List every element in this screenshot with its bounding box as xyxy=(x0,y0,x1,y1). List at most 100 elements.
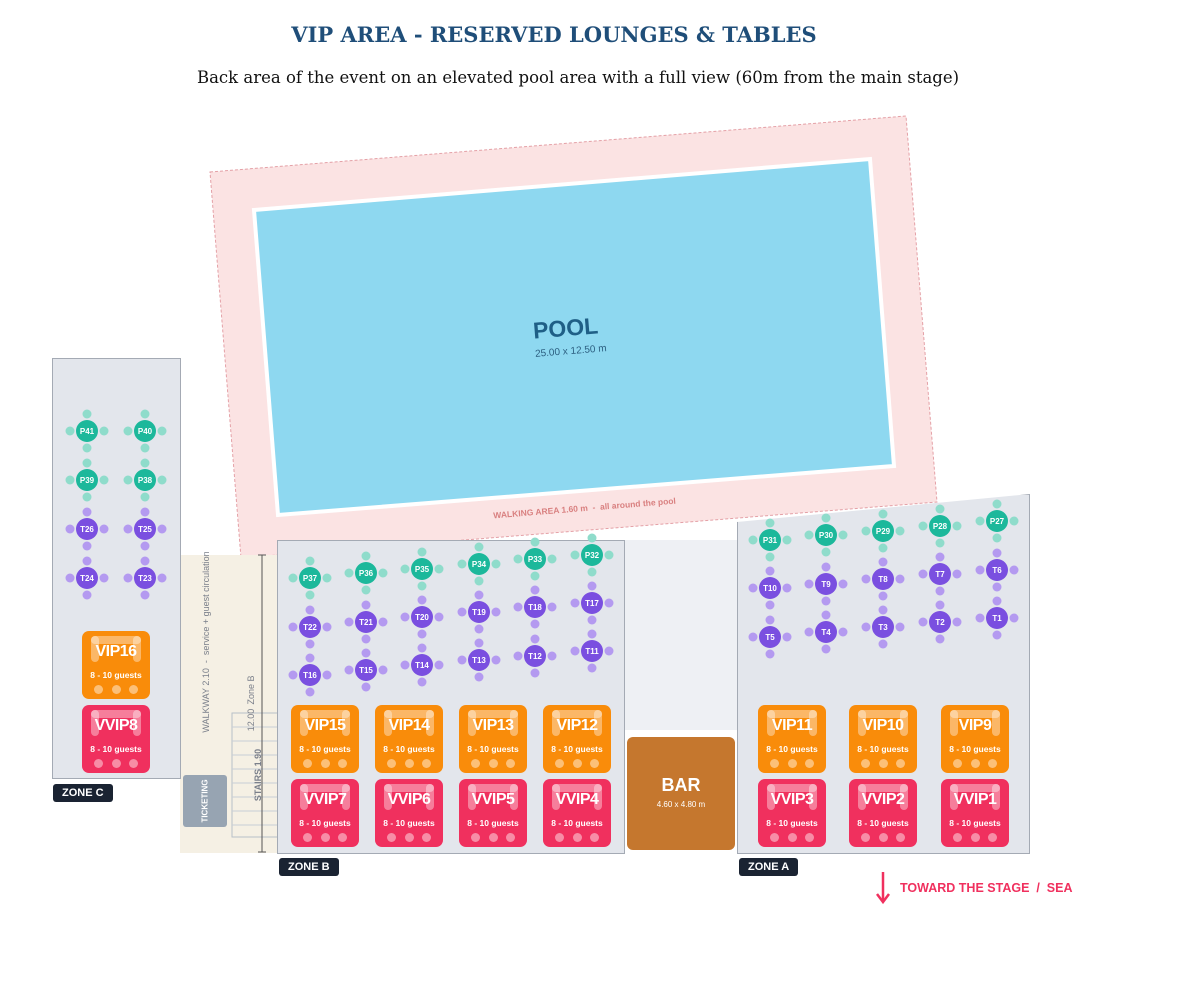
table-t1[interactable]: T1 xyxy=(975,596,1019,640)
table-t20[interactable]: T20 xyxy=(400,595,444,639)
table-t4[interactable]: T4 xyxy=(804,610,848,654)
table-p31[interactable]: P31 xyxy=(748,518,792,562)
seat-icon xyxy=(861,833,870,842)
chair-icon xyxy=(530,537,540,547)
table-t25[interactable]: T25 xyxy=(123,507,167,551)
seat-icon xyxy=(788,759,797,768)
table-t6[interactable]: T6 xyxy=(975,548,1019,592)
table-t17[interactable]: T17 xyxy=(570,581,614,625)
table-t18[interactable]: T18 xyxy=(513,585,557,629)
table-t19[interactable]: T19 xyxy=(457,590,501,634)
chair-icon xyxy=(140,541,150,551)
sofa-arm-icon xyxy=(133,710,141,736)
table-p41[interactable]: P41 xyxy=(65,409,109,453)
chair-icon xyxy=(587,629,597,639)
table-t23[interactable]: T23 xyxy=(123,556,167,600)
table-t9[interactable]: T9 xyxy=(804,562,848,606)
table-p27[interactable]: P27 xyxy=(975,499,1019,543)
table-t24[interactable]: T24 xyxy=(65,556,109,600)
sofa-arm-icon xyxy=(300,784,308,810)
table-label: P33 xyxy=(528,555,543,564)
table-top xyxy=(581,544,603,566)
sofa-arm-icon xyxy=(992,710,1000,736)
table-p29[interactable]: P29 xyxy=(861,509,905,553)
chair-icon xyxy=(604,598,614,608)
sofa-arm-icon xyxy=(767,784,775,810)
table-t15[interactable]: T15 xyxy=(344,648,388,692)
chair-icon xyxy=(992,548,1002,558)
table-t11[interactable]: T11 xyxy=(570,629,614,673)
chair-icon xyxy=(288,622,298,632)
table-t16[interactable]: T16 xyxy=(288,653,332,697)
table-t5[interactable]: T5 xyxy=(748,615,792,659)
table-p32[interactable]: P32 xyxy=(570,533,614,577)
table-p37[interactable]: P37 xyxy=(288,556,332,600)
table-p35[interactable]: P35 xyxy=(400,547,444,591)
table-p36[interactable]: P36 xyxy=(344,551,388,595)
table-t7[interactable]: T7 xyxy=(918,552,962,596)
table-top xyxy=(411,558,433,580)
chair-icon xyxy=(361,648,371,658)
seat-icon xyxy=(573,759,582,768)
chair-icon xyxy=(992,499,1002,509)
seat-icon xyxy=(555,833,564,842)
table-p39[interactable]: P39 xyxy=(65,458,109,502)
table-t12[interactable]: T12 xyxy=(513,634,557,678)
chair-icon xyxy=(361,682,371,692)
chair-icon xyxy=(434,564,444,574)
chair-icon xyxy=(821,610,831,620)
table-p34[interactable]: P34 xyxy=(457,542,501,586)
table-t13[interactable]: T13 xyxy=(457,638,501,682)
chair-icon xyxy=(992,596,1002,606)
table-t8[interactable]: T8 xyxy=(861,557,905,601)
table-t10[interactable]: T10 xyxy=(748,566,792,610)
seat-icon xyxy=(590,833,599,842)
table-t26[interactable]: T26 xyxy=(65,507,109,551)
chair-icon xyxy=(587,663,597,673)
table-t14[interactable]: T14 xyxy=(400,643,444,687)
table-p33[interactable]: P33 xyxy=(513,537,557,581)
table-p28[interactable]: P28 xyxy=(918,504,962,548)
chair-icon xyxy=(157,426,167,436)
table-p40[interactable]: P40 xyxy=(123,409,167,453)
sofa-arm-icon xyxy=(468,784,476,810)
table-top xyxy=(468,649,490,671)
lounge-name: VIP10 xyxy=(862,717,904,734)
table-t2[interactable]: T2 xyxy=(918,600,962,644)
seat-icon xyxy=(506,833,515,842)
lounge-guests: 8 - 10 guests xyxy=(383,818,435,828)
chair-icon xyxy=(378,617,388,627)
seat-icon xyxy=(321,833,330,842)
table-p30[interactable]: P30 xyxy=(804,513,848,557)
table-top xyxy=(299,616,321,638)
sofa-back-icon xyxy=(468,784,518,792)
table-t21[interactable]: T21 xyxy=(344,600,388,644)
table-label: P36 xyxy=(359,569,374,578)
chair-icon xyxy=(82,458,92,468)
chair-icon xyxy=(417,581,427,591)
page-subtitle: Back area of the event on an elevated po… xyxy=(196,68,960,87)
chair-icon xyxy=(157,475,167,485)
sofa-arm-icon xyxy=(342,784,350,810)
table-t22[interactable]: T22 xyxy=(288,605,332,649)
lounge-guests: 8 - 10 guests xyxy=(467,744,519,754)
table-t3[interactable]: T3 xyxy=(861,605,905,649)
table-p38[interactable]: P38 xyxy=(123,458,167,502)
bar: BAR 4.60 x 4.80 m xyxy=(627,737,735,850)
